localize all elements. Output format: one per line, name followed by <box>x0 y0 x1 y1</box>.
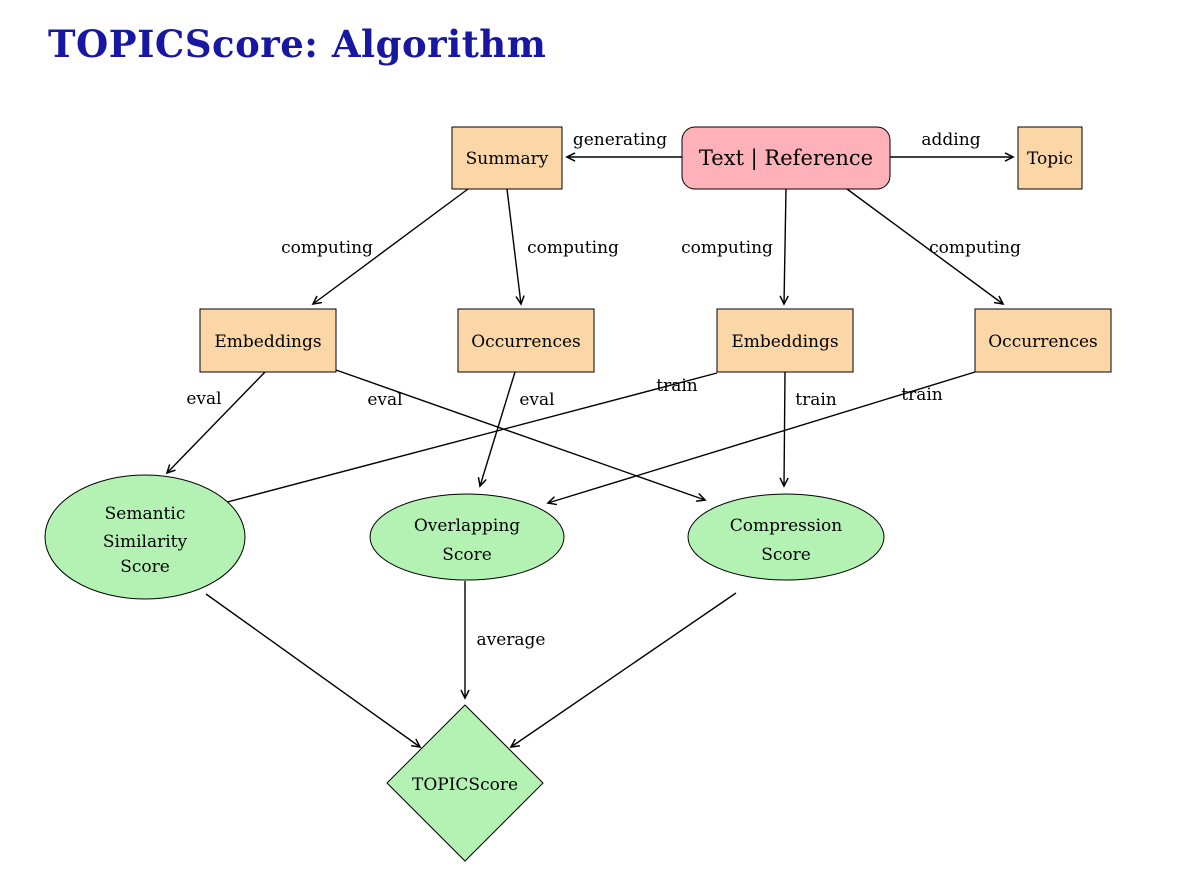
edge-label-average: average <box>476 630 545 650</box>
edge-semantic-topicscore <box>205 593 422 749</box>
occurrences-text-node-box <box>974 308 1112 373</box>
edge-embeddingssummary-compression <box>335 369 707 502</box>
semantic-similarity-score-label-line2: Similarity <box>103 532 188 552</box>
edge-label-train-2: train <box>795 390 837 410</box>
nodes: Summary Text | Reference Topic Embedding… <box>44 126 1112 862</box>
edge-textreference-occurrences <box>846 188 1005 306</box>
occurrences-text-node-label: Occurrences <box>988 332 1098 352</box>
edge-label-eval-1: eval <box>186 389 221 409</box>
topicscore-node-diamond <box>386 704 544 862</box>
semantic-similarity-score-node-ellipse <box>44 474 246 600</box>
embeddings-text-node-label: Embeddings <box>731 332 838 352</box>
topicscore-node-label: TOPICScore <box>412 775 518 795</box>
edge-label-computing-2: computing <box>527 238 619 258</box>
summary-node-label: Summary <box>466 149 549 169</box>
edge-compression-topicscore <box>509 592 737 749</box>
topic-node-box <box>1017 126 1083 190</box>
edges <box>165 152 1015 749</box>
edge-summary-occurrences <box>506 188 525 306</box>
semantic-similarity-score-label-line3: Score <box>120 557 170 577</box>
embeddings-text-node-box <box>716 308 854 373</box>
topic-node-label: Topic <box>1027 149 1073 169</box>
text-reference-node-label: Text | Reference <box>699 146 873 171</box>
edge-embeddingssummary-semantic <box>165 371 266 475</box>
overlapping-score-label-line1: Overlapping <box>414 516 520 536</box>
occurrences-summary-node-label: Occurrences <box>471 332 581 352</box>
edge-summary-embeddings <box>311 188 469 306</box>
summary-node-box <box>451 126 563 190</box>
edge-labels: generating adding computing computing co… <box>186 130 1021 650</box>
edge-label-adding: adding <box>921 130 980 150</box>
edge-label-computing-1: computing <box>281 238 373 258</box>
edge-label-eval-2: eval <box>367 390 402 410</box>
overlapping-score-label-line2: Score <box>442 545 492 565</box>
slide-title: TOPICScore: Algorithm <box>48 22 547 66</box>
occurrences-summary-node-box <box>457 308 595 373</box>
edge-textreference-embeddings <box>779 188 789 306</box>
edge-occurrencestext-overlapping <box>546 371 976 506</box>
compression-score-node-ellipse <box>687 493 885 581</box>
edge-label-generating: generating <box>573 130 667 150</box>
edge-label-train-3: train <box>901 385 943 405</box>
edge-label-computing-4: computing <box>929 238 1021 258</box>
embeddings-summary-node-box <box>199 308 337 373</box>
edge-label-train-1: train <box>656 376 698 396</box>
text-reference-node-box <box>681 126 891 190</box>
overlapping-score-node-ellipse <box>369 493 565 581</box>
compression-score-label-line2: Score <box>761 545 811 565</box>
compression-score-label-line1: Compression <box>730 516 843 536</box>
edge-label-computing-3: computing <box>681 238 773 258</box>
edge-occurrencessummary-overlapping <box>477 371 516 488</box>
edge-label-eval-3: eval <box>519 390 554 410</box>
edge-embeddingstext-compression <box>779 371 789 488</box>
semantic-similarity-score-label-line1: Semantic <box>105 504 186 524</box>
edge-embeddingstext-semantic <box>214 372 718 508</box>
embeddings-summary-node-label: Embeddings <box>214 332 321 352</box>
